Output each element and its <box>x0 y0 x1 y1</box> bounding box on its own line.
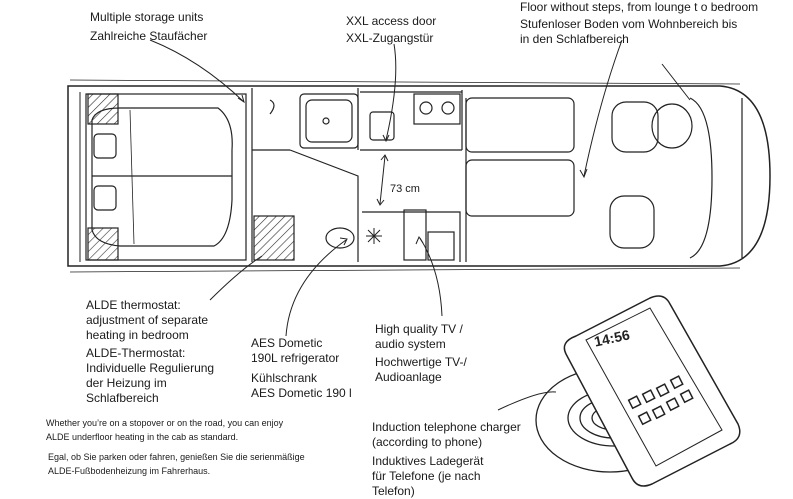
alde-label-en-1: ALDE thermostat: <box>86 298 181 312</box>
aisle-dimension-arrow <box>376 154 389 206</box>
fridge-label-de-2: AES Dometic 190 l <box>251 386 352 400</box>
alde-label-de-4: Schlafbereich <box>86 391 159 405</box>
fridge-label: AES Dometic 190L refrigerator Kühlschran… <box>251 336 352 401</box>
footnote-en-2: ALDE underfloor heating in the cab as st… <box>46 432 239 442</box>
footnote-de-2: ALDE-Fußbodenheizung im Fahrerhaus. <box>48 466 211 476</box>
lounge <box>465 97 743 262</box>
floor-label-de-2: in den Schlafbereich <box>520 32 629 46</box>
tv-label: High quality TV / audio system Hochwerti… <box>375 322 467 385</box>
footnote: Whether you’re on a stopover or on the r… <box>46 416 305 478</box>
fridge-label-en-2: 190L refrigerator <box>251 351 340 365</box>
alde-label-de-2: Individuelle Regulierung <box>86 361 215 375</box>
tv-label-de-2: Audioanlage <box>375 370 442 384</box>
bathroom <box>251 88 359 262</box>
floor-label-en: Floor without steps, from lounge t o bed… <box>520 0 759 14</box>
bedroom <box>85 93 247 261</box>
floor-label: Floor without steps, from lounge t o bed… <box>520 0 758 47</box>
alde-label: ALDE thermostat: adjustment of separate … <box>86 298 214 406</box>
footnote-de-1: Egal, ob Sie parken oder fahren, genieße… <box>48 452 305 462</box>
storage-label-de: Zahlreiche Staufächer <box>90 29 208 43</box>
floor-label-de-1: Stufenloser Boden vom Wohnbereich bis <box>520 17 738 31</box>
fridge-label-de-1: Kühlschrank <box>251 371 318 385</box>
footnote-en-1: Whether you’re on a stopover or on the r… <box>46 418 284 428</box>
storage-label-en: Multiple storage units <box>90 10 204 24</box>
charger-label: Induction telephone charger (according t… <box>372 420 521 499</box>
charger-label-de-2: für Telefone (je nach <box>372 469 481 483</box>
storage-label: Multiple storage units Zahlreiche Staufä… <box>90 10 207 44</box>
charger-label-de-1: Induktives Ladegerät <box>372 454 484 468</box>
charger-label-de-3: Telefon) <box>372 484 415 498</box>
tv-label-en-1: High quality TV / <box>375 322 463 336</box>
alde-label-de-1: ALDE-Thermostat: <box>86 346 186 360</box>
aisle-width-label: 73 cm <box>390 183 420 195</box>
alde-label-de-3: der Heizung im <box>86 376 167 390</box>
alde-label-en-3: heating in bedroom <box>86 328 189 342</box>
callout-lines <box>149 39 691 411</box>
vehicle-outline <box>67 79 771 273</box>
fridge-label-en-1: AES Dometic <box>251 336 323 350</box>
door-label-de: XXL-Zugangstür <box>346 31 434 45</box>
door-label: XXL access door XXL-Zugangstür <box>346 14 436 46</box>
kitchen <box>325 90 463 262</box>
door-label-en: XXL access door <box>346 14 437 28</box>
smartphone-icon <box>563 295 741 487</box>
charger-label-en-1: Induction telephone charger <box>372 420 521 434</box>
tv-label-de-1: Hochwertige TV-/ <box>375 355 467 369</box>
charger-label-en-2: (according to phone) <box>372 435 483 449</box>
tv-label-en-2: audio system <box>375 337 446 351</box>
alde-label-en-2: adjustment of separate <box>86 313 209 327</box>
